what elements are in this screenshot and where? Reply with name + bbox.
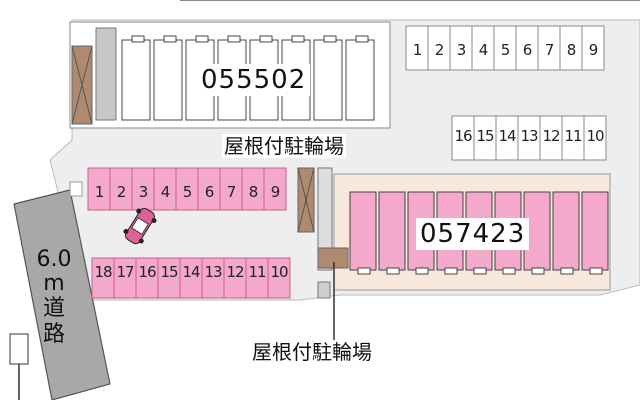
unit-055502 (121, 39, 151, 121)
unit-balcony (531, 267, 545, 275)
parking-space (583, 115, 607, 161)
parking-space (267, 257, 291, 299)
parking-space-number: 6 (204, 183, 215, 201)
unit-balcony (259, 35, 273, 43)
unit-balcony (357, 267, 371, 275)
unit-057423 (581, 191, 609, 271)
unit-balcony (444, 267, 458, 275)
parking-space-number: 3 (138, 183, 149, 201)
unit-057423 (349, 191, 377, 271)
parking-space-number: 2 (434, 41, 445, 59)
parking-space-number: 18 (94, 263, 112, 281)
parking-space-number: 15 (160, 263, 178, 281)
parking-space-number: 1 (412, 41, 423, 59)
parking-space-number: 4 (160, 183, 171, 201)
unit-balcony (195, 35, 209, 43)
parking-row-pink-top (87, 167, 287, 211)
parking-space-number: 9 (270, 183, 281, 201)
parking-space-number: 1 (94, 183, 105, 201)
parking-space-number: 16 (454, 127, 472, 145)
building-id-055502: 055502 (197, 64, 311, 96)
parking-space-number: 13 (520, 127, 538, 145)
parking-space-number: 12 (226, 263, 244, 281)
unit-balcony (386, 267, 400, 275)
entrance-pad (317, 247, 349, 269)
road-name: 道路 (42, 296, 65, 347)
parking-space-number: 10 (270, 263, 288, 281)
unit-balcony (227, 35, 241, 43)
unit-057423 (378, 191, 406, 271)
parking-space-number: 17 (116, 263, 134, 281)
parking-space-number: 2 (116, 183, 127, 201)
units-055502 (121, 35, 375, 121)
parking-space-number: 6 (522, 41, 533, 59)
parking-row-upper-right (451, 115, 607, 161)
parking-space-number: 15 (476, 127, 494, 145)
parking-space-number: 5 (500, 41, 511, 59)
parking-space-number: 14 (182, 263, 200, 281)
parking-space-number: 11 (564, 127, 582, 145)
parking-space-number: 7 (544, 41, 555, 59)
stone-column (95, 27, 117, 121)
unit-055502 (345, 39, 375, 121)
unit-balcony (323, 35, 337, 43)
building-id-057423: 057423 (416, 218, 530, 250)
parking-space-number: 14 (498, 127, 516, 145)
unit-055502 (313, 39, 343, 121)
car-icon (123, 207, 157, 245)
stair-cross (71, 45, 93, 125)
parking-space-number: 11 (248, 263, 266, 281)
parking-row-top-right (405, 25, 605, 71)
parking-space-number: 12 (542, 127, 560, 145)
unit-balcony (131, 35, 145, 43)
road (13, 189, 111, 400)
small-box (317, 281, 331, 299)
parking-space (263, 167, 287, 211)
road-unit: m (43, 271, 65, 296)
unit-balcony (473, 267, 487, 275)
unit-057423 (552, 191, 580, 271)
unit-balcony (291, 35, 305, 43)
parking-space-number: 16 (138, 263, 156, 281)
unit-055502 (153, 39, 183, 121)
road-width: 6.0 (36, 247, 72, 272)
parking-space-number: 8 (566, 41, 577, 59)
unit-balcony (355, 35, 369, 43)
unit-balcony (415, 267, 429, 275)
utility-box (9, 333, 29, 365)
unit-balcony (163, 35, 177, 43)
parking-space-number: 3 (456, 41, 467, 59)
parking-row-pink-bottom (91, 257, 291, 299)
unit-balcony (502, 267, 516, 275)
parking-space-number: 5 (182, 183, 193, 201)
stair-cross (297, 167, 315, 233)
road-label: 6.0 m 道路 (34, 248, 74, 348)
parking-space-number: 9 (588, 41, 599, 59)
parking-space-number: 13 (204, 263, 222, 281)
parking-space-number: 8 (248, 183, 259, 201)
bike-parking-label-bottom: 屋根付駐輪場 (250, 340, 374, 364)
unit-balcony (560, 267, 574, 275)
parking-space (581, 25, 605, 71)
unit-balcony (589, 267, 603, 275)
bike-parking-label-top: 屋根付駐輪場 (222, 134, 346, 158)
parking-space-number: 4 (478, 41, 489, 59)
parking-space-number: 10 (586, 127, 604, 145)
marker (69, 181, 83, 197)
parking-space-number: 7 (226, 183, 237, 201)
stone-column (317, 167, 333, 271)
